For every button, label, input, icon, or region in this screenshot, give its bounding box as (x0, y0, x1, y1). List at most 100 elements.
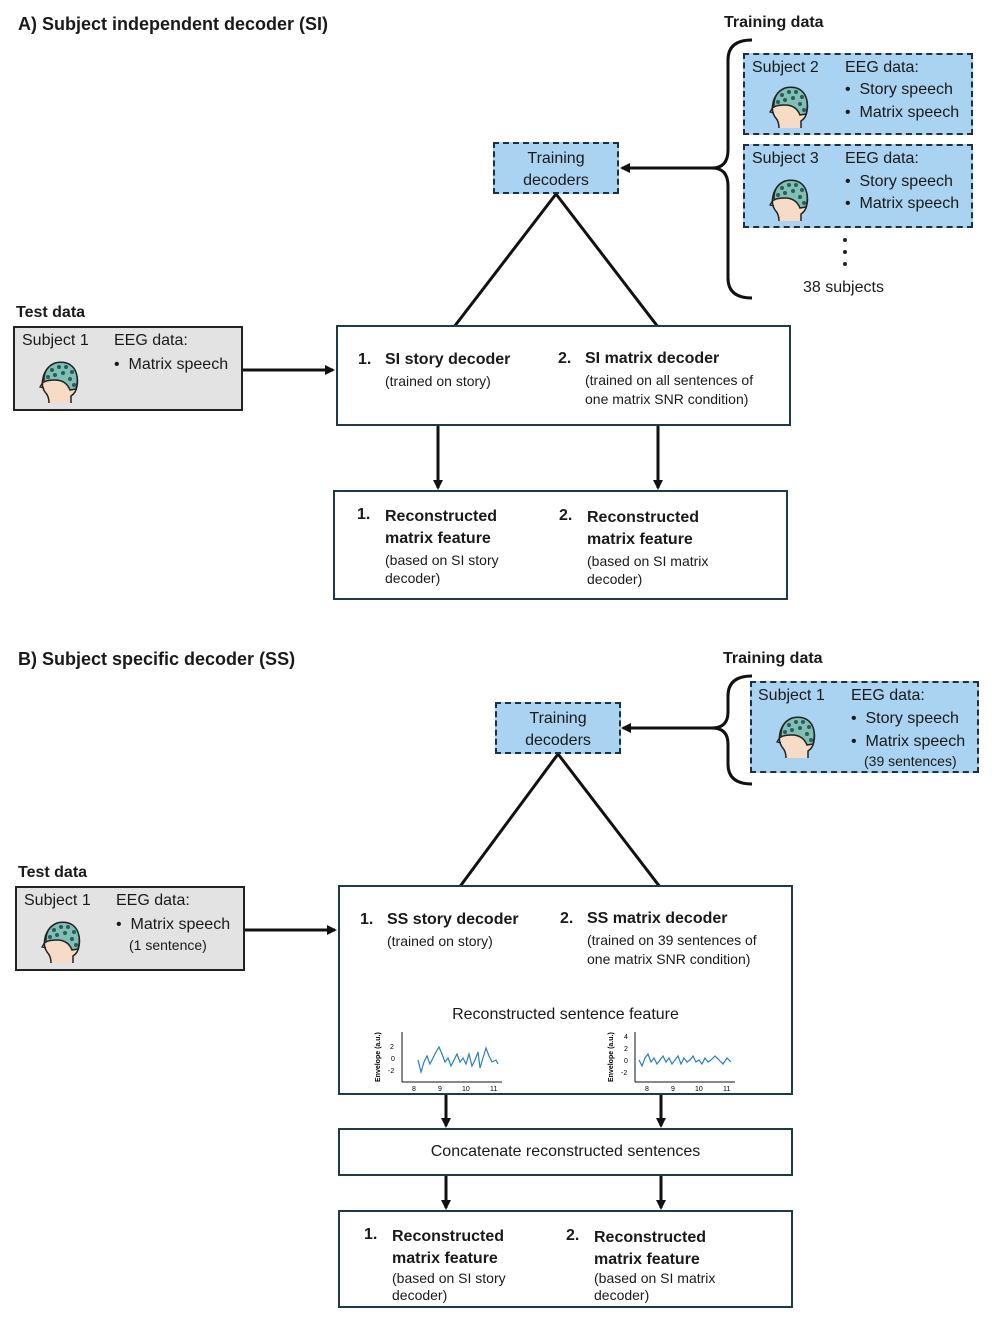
panel-b-test-data-label: Test data (18, 864, 88, 881)
training-decoders-line: Training (527, 150, 585, 167)
subject-label: Subject 3 (752, 150, 819, 167)
ss-decoders-box: 1. SS story decoder (trained on story) 2… (338, 885, 793, 1095)
decoder-desc: (trained on story) (387, 933, 493, 949)
plot-xtick: 11 (723, 1086, 730, 1092)
panel-a-test-data-label: Test data (16, 304, 86, 321)
plot-xtick: 9 (671, 1086, 675, 1092)
eeg-label: EEG data: (116, 892, 190, 909)
training-box-subject-3: Subject 3 EEG data: • Story speech • Mat… (743, 144, 973, 228)
plot-xtick: 10 (462, 1086, 470, 1092)
eeg-note: (39 sentences) (864, 753, 957, 769)
recon-num: 2. (559, 507, 573, 524)
ellipsis-dots (843, 238, 851, 266)
ss-story-decoder-label: SS story decoder (387, 911, 519, 928)
envelope-trace (417, 1045, 499, 1075)
subject-label: Subject 1 (22, 332, 89, 349)
eeg-label: EEG data: (845, 59, 919, 76)
panel-a-training-data-label: Training data (724, 14, 824, 31)
panel-b-title: B) Subject specific decoder (SS) (18, 649, 296, 669)
plot-ytick: 0 (624, 1058, 628, 1065)
decoder-num: 2. (560, 910, 574, 927)
decoder-num: 2. (558, 350, 572, 367)
decoder-num: 1. (358, 351, 372, 368)
decoder-desc: one matrix SNR condition) (587, 951, 751, 967)
decoder-num: 1. (360, 911, 374, 928)
eeg-item: • Matrix speech (116, 916, 231, 933)
eeg-item: • Story speech (845, 81, 953, 98)
eeg-label: EEG data: (845, 150, 919, 167)
training-bracket-b (711, 674, 753, 786)
eeg-item: • Story speech (851, 710, 959, 727)
si-story-decoder-label: SI story decoder (385, 351, 511, 368)
training-decoders-a: Training decoders (493, 142, 619, 194)
plot-ylabel: Envelope (a.u.) (375, 1032, 382, 1082)
training-decoders-line: decoders (525, 732, 591, 749)
test-box-a: Subject 1 EEG data: • Matrix speech (13, 326, 243, 411)
subject-label: Subject 1 (758, 687, 825, 704)
arrow-to-si-story (442, 193, 558, 342)
plot-xtick: 10 (695, 1086, 703, 1092)
panel-b-training-data-label: Training data (723, 650, 823, 667)
eeg-item: • Matrix speech (114, 356, 229, 373)
training-decoders-b: Training decoders (495, 702, 621, 754)
eeg-item: • Matrix speech (851, 733, 966, 750)
decoder-desc: one matrix SNR condition) (585, 391, 749, 407)
plot-ytick: 2 (390, 1044, 394, 1051)
subjects-count: 38 subjects (803, 279, 884, 296)
eeg-head-icon (40, 921, 81, 964)
test-box-b: Subject 1 EEG data: • Matrix speech (1 s… (15, 886, 245, 971)
recon-num: 1. (364, 1226, 378, 1243)
eeg-note: (1 sentence) (129, 937, 207, 953)
plot-xtick: 8 (645, 1086, 649, 1092)
decoder-desc: (trained on story) (385, 373, 491, 389)
plot-xtick: 11 (490, 1086, 497, 1092)
decoder-desc: (trained on all sentences of (585, 372, 754, 388)
envelope-trace (638, 1052, 732, 1068)
plot-ytick: -2 (621, 1070, 627, 1077)
subject-label: Subject 1 (24, 892, 91, 909)
eeg-label: EEG data: (851, 687, 925, 704)
eeg-item: • Matrix speech (845, 195, 960, 212)
recon-num: 1. (357, 506, 371, 523)
mini-plot-matrix: Envelope (a.u.) 4 2 0 -2 8 9 10 11 (608, 1032, 735, 1092)
plot-xtick: 8 (412, 1086, 416, 1092)
decoder-desc: (trained on 39 sentences of (587, 932, 757, 948)
eeg-head-icon (768, 86, 809, 129)
training-decoders-line: decoders (523, 172, 589, 189)
eeg-head-icon (38, 361, 79, 404)
si-decoders-box: 1. SI story decoder (trained on story) 2… (336, 325, 791, 426)
plot-ylabel: Envelope (a.u.) (608, 1032, 615, 1082)
plot-xtick: 9 (438, 1086, 442, 1092)
concatenate-box: Concatenate reconstructed sentences (338, 1128, 793, 1176)
training-box-subject-2: Subject 2 EEG data: • Story speech • Mat… (743, 53, 973, 135)
eeg-label: EEG data: (114, 332, 188, 349)
reconstructed-sentence-label: Reconstructed sentence feature (452, 1006, 679, 1023)
subject-label: Subject 2 (752, 59, 819, 76)
plot-ytick: 0 (391, 1056, 395, 1063)
mini-plot-story: Envelope (a.u.) 2 0 -2 8 9 10 11 (375, 1032, 502, 1092)
arrow-to-ss-matrix (556, 753, 672, 902)
ss-matrix-decoder-label: SS matrix decoder (587, 910, 728, 927)
plot-ytick: 2 (624, 1046, 628, 1053)
eeg-item: • Story speech (845, 173, 953, 190)
eeg-head-icon (775, 716, 816, 759)
training-box-b: Subject 1 EEG data: • Story speech • Mat… (750, 681, 979, 773)
concatenate-label: Concatenate reconstructed sentences (430, 1143, 701, 1160)
eeg-head-icon (768, 179, 809, 222)
recon-num: 2. (566, 1227, 580, 1244)
arrow-to-ss-story (448, 753, 560, 902)
eeg-item: • Matrix speech (845, 104, 960, 121)
plot-ytick: -2 (388, 1068, 394, 1075)
training-decoders-line: Training (529, 710, 587, 727)
arrow-to-si-matrix (554, 193, 670, 342)
panel-a-title: A) Subject independent decoder (SI) (18, 14, 329, 34)
